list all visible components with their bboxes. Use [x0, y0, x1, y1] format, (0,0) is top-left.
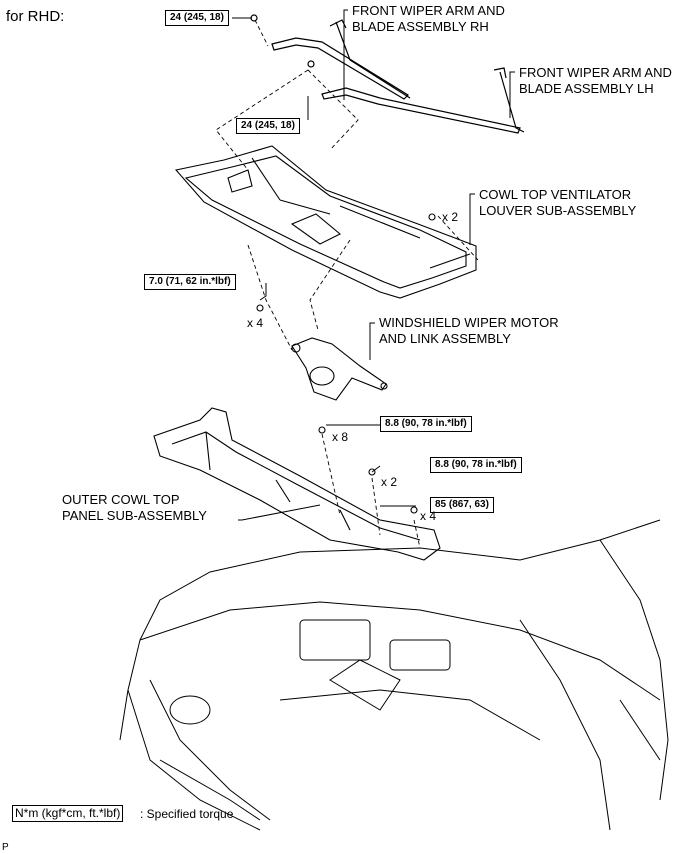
- callout-cowl-louver-line1: COWL TOP VENTILATOR: [479, 187, 632, 202]
- qty-motor-bolt: x 4: [247, 316, 264, 330]
- callout-wiper-rh-line1: FRONT WIPER ARM AND: [352, 3, 505, 18]
- legend-unit-box: N*m (kgf*cm, ft.*lbf): [12, 805, 124, 822]
- callout-wiper-rh-line2: BLADE ASSEMBLY RH: [352, 19, 489, 34]
- callout-wiper-motor: WINDSHIELD WIPER MOTOR AND LINK ASSEMBLY: [379, 315, 559, 347]
- callout-cowl-louver-line2: LOUVER SUB-ASSEMBLY: [479, 203, 637, 218]
- callout-outer-cowl-line2: PANEL SUB-ASSEMBLY: [62, 508, 207, 523]
- cowl-top-louver: [174, 145, 477, 299]
- torque-panel-nut: 8.8 (90, 78 in.*lbf): [430, 457, 522, 473]
- torque-panel-bolt-large: 85 (867, 63): [430, 497, 494, 513]
- callout-wiper-lh: FRONT WIPER ARM AND BLADE ASSEMBLY LH: [519, 65, 672, 97]
- callout-wiper-lh-line2: BLADE ASSEMBLY LH: [519, 81, 654, 96]
- callout-wiper-rh: FRONT WIPER ARM AND BLADE ASSEMBLY RH: [352, 3, 505, 35]
- figure-code: P: [2, 842, 9, 853]
- qty-panel-nut: x 2: [381, 475, 398, 489]
- callout-cowl-louver: COWL TOP VENTILATOR LOUVER SUB-ASSEMBLY: [479, 187, 636, 219]
- callout-wiper-motor-line1: WINDSHIELD WIPER MOTOR: [379, 315, 559, 330]
- outer-cowl-panel: [153, 407, 441, 561]
- torque-wiper-nut-rh: 24 (245, 18): [165, 10, 229, 26]
- qty-panel-bolt-large: x 4: [420, 509, 437, 523]
- callout-wiper-motor-line2: AND LINK ASSEMBLY: [379, 331, 511, 346]
- callout-outer-cowl-line1: OUTER COWL TOP: [62, 492, 180, 507]
- wiper-motor-link: [256, 304, 388, 401]
- variant-heading: for RHD:: [6, 8, 65, 25]
- wiper-arm-rh: [250, 14, 411, 100]
- wiper-arm-lh: [307, 60, 525, 134]
- qty-louver-clip: x 2: [442, 210, 459, 224]
- qty-panel-bolt: x 8: [332, 430, 349, 444]
- torque-wiper-nut-lh: 24 (245, 18): [236, 118, 300, 134]
- torque-motor-bolt: 7.0 (71, 62 in.*lbf): [144, 274, 236, 290]
- callout-outer-cowl: OUTER COWL TOP PANEL SUB-ASSEMBLY: [62, 492, 207, 524]
- leader-lines: [232, 9, 515, 521]
- vehicle-front: [119, 519, 669, 831]
- legend-description: : Specified torque: [140, 807, 234, 821]
- torque-panel-bolt: 8.8 (90, 78 in.*lbf): [380, 416, 472, 432]
- callout-wiper-lh-line1: FRONT WIPER ARM AND: [519, 65, 672, 80]
